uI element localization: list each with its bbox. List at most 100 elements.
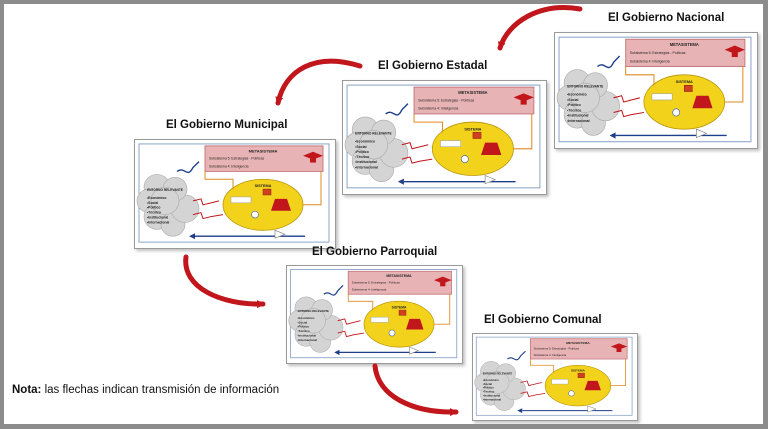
entorno-item: •Político	[567, 103, 581, 107]
output-triangle	[587, 405, 597, 413]
input-zigzag	[520, 391, 546, 398]
sistema-square	[684, 85, 693, 92]
feedback-connector	[413, 113, 443, 133]
entorno-label: ENTORNO RELEVANTE	[483, 372, 513, 376]
entorno-label: ENTORNO RELEVANTE	[298, 309, 329, 313]
signal-line	[385, 103, 409, 116]
signal-line	[176, 161, 200, 174]
metasistema-box	[347, 270, 452, 295]
sistema-label: SISTEMA	[676, 79, 693, 84]
input-zigzag	[192, 212, 224, 220]
feedback-connector	[434, 294, 451, 325]
title-municipal: El Gobierno Municipal	[166, 119, 288, 131]
entorno-item: •Social	[355, 145, 366, 149]
entorno-item: •Político	[298, 325, 310, 329]
entorno-cloud	[136, 174, 200, 237]
output-triangle	[409, 346, 419, 355]
metasistema-box	[204, 145, 324, 172]
sistema-label: SISTEMA	[255, 184, 272, 188]
output-triangle	[696, 128, 708, 139]
sistema-box	[551, 379, 569, 385]
vsm-model: METASISTEMA Subsistema 5: Estrategias - P…	[344, 84, 541, 189]
sistema-square	[472, 132, 482, 139]
feedback-connector	[529, 359, 554, 374]
sistema-square	[262, 188, 272, 196]
entorno-item: •Institucional	[298, 334, 317, 338]
entorno-item: •Social	[298, 320, 308, 324]
sistema-square	[398, 309, 407, 316]
feedback-connector	[204, 171, 234, 190]
sistema-trapezoid	[406, 318, 424, 330]
model-border	[290, 269, 458, 359]
entorno-label: ENTORNO RELEVANTE	[567, 84, 604, 88]
signal-line	[507, 350, 526, 361]
sub5-label: Subsistema 5: Estrategias - Políticas	[630, 51, 686, 55]
sub5-label: Subsistema 5: Estrategias - Políticas	[352, 281, 401, 285]
model-border	[558, 36, 752, 143]
entorno-item: •Social	[483, 382, 492, 386]
entorno-item: •Institucional	[567, 114, 588, 118]
entorno-item: •Político	[355, 150, 369, 154]
sistema-gear	[672, 108, 681, 117]
metasistema-box	[413, 86, 535, 115]
input-zigzag	[520, 380, 542, 387]
model-border	[475, 336, 633, 416]
cap-base	[440, 282, 446, 287]
feedback-connector	[347, 294, 374, 311]
entorno-cloud	[344, 116, 409, 182]
entorno-item: •Institucional	[483, 394, 501, 398]
cap-base	[520, 100, 527, 105]
sub5-label: Subsistema 5: Estrategias - Políticas	[418, 99, 474, 103]
sistema-gear	[251, 210, 259, 219]
title-comunal: El Gobierno Comunal	[484, 314, 602, 326]
entorno-item: •Político	[483, 386, 494, 390]
metasistema-box	[625, 38, 746, 67]
cap-base	[731, 52, 738, 58]
return-arrowhead	[334, 349, 340, 356]
entorno-item: •Político	[147, 206, 160, 210]
entorno-item: •Social	[147, 201, 158, 205]
cloud-puff	[150, 186, 180, 215]
output-triangle	[484, 175, 497, 185]
sistema-box	[230, 196, 252, 204]
sistema-box	[440, 140, 461, 148]
metasistema-box	[529, 338, 628, 360]
entorno-item: •Técnico	[567, 108, 581, 112]
return-arrowhead	[189, 233, 195, 240]
cap-icon	[303, 151, 323, 160]
sistema-gear	[388, 329, 396, 337]
entorno-item: •Internacional	[298, 338, 318, 342]
sub4-label: Subsistema 4: Inteligencia	[630, 59, 670, 63]
sistema-trapezoid	[271, 198, 291, 211]
input-zigzag	[337, 318, 361, 325]
sub5-label: Subsistema 5: Estrategias - Políticas	[209, 157, 265, 161]
metasistema-label: METASISTEMA	[458, 90, 487, 95]
sistema-label: SISTEMA	[464, 126, 481, 131]
input-zigzag	[337, 330, 365, 338]
entorno-item: •Institucional	[147, 216, 168, 220]
entorno-item: •Económico	[147, 196, 166, 200]
entorno-item: •Internacional	[355, 165, 378, 169]
sistema-trapezoid	[481, 142, 502, 155]
footnote: Nota: las flechas indican transmisión de…	[12, 384, 279, 396]
entorno-item: •Social	[567, 98, 578, 102]
input-zigzag	[401, 142, 429, 150]
return-arrowhead	[397, 178, 404, 185]
cloud-puff	[300, 308, 326, 334]
feedback-connector	[610, 359, 626, 386]
feedback-connector	[625, 66, 655, 86]
entorno-item: •Técnico	[147, 211, 161, 215]
footnote-label: Nota:	[12, 384, 42, 396]
sistema-label: SISTEMA	[571, 369, 586, 373]
input-zigzag	[401, 156, 433, 164]
sub5-label: Subsistema 5: Estrategias - Políticas	[534, 347, 580, 351]
entorno-cloud	[474, 361, 526, 411]
model-border	[138, 143, 330, 243]
sistema-box	[651, 93, 673, 101]
sistema-trapezoid	[692, 95, 713, 109]
